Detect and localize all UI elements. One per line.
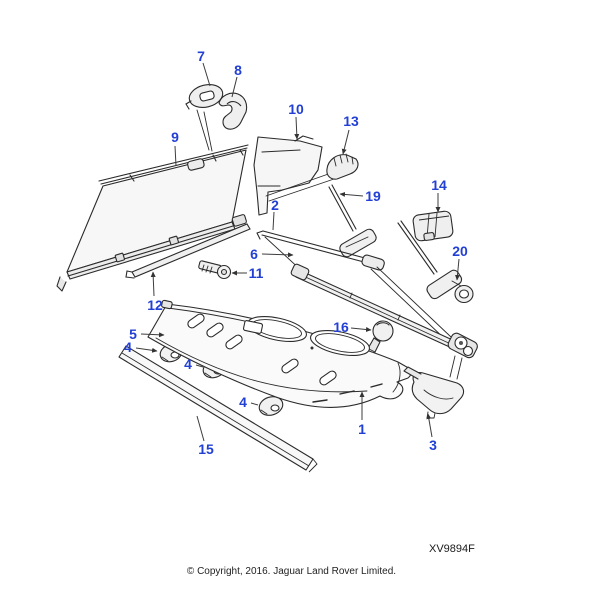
callout-8-1[interactable]: 8	[234, 62, 242, 78]
part-2-rear-sunblind	[256, 230, 478, 380]
callout-12-11[interactable]: 12	[147, 297, 163, 313]
callout-1-18[interactable]: 1	[358, 421, 366, 437]
figure-code: XV9894F	[429, 543, 475, 555]
callout-7-0[interactable]: 7	[197, 48, 205, 64]
part-19-guide-rod	[328, 184, 377, 258]
part-14-clip-block	[412, 210, 454, 242]
part-10-trim-panel	[253, 135, 338, 216]
callout-2-7[interactable]: 2	[271, 197, 279, 213]
callout-11-10[interactable]: 11	[248, 265, 264, 281]
part-12-rail-strip	[125, 223, 251, 279]
part-20-rod-end-fitting	[397, 220, 474, 304]
part-3-end-cover	[403, 366, 465, 419]
callout-9-2[interactable]: 9	[171, 129, 179, 145]
callout-4-13[interactable]: 4	[124, 339, 132, 355]
copyright-text: © Copyright, 2016. Jaguar Land Rover Lim…	[186, 566, 397, 577]
callout-5-12[interactable]: 5	[129, 326, 137, 342]
callout-10-3[interactable]: 10	[288, 101, 304, 117]
callout-13-4[interactable]: 13	[343, 113, 359, 129]
part-9-sunblind	[56, 144, 249, 292]
callout-14-5[interactable]: 14	[431, 177, 447, 193]
callout-6-9[interactable]: 6	[250, 246, 258, 262]
callout-19-6[interactable]: 19	[365, 188, 381, 204]
part-1-parcel-shelf	[147, 299, 412, 408]
callout-4-15[interactable]: 4	[184, 356, 192, 372]
part-16-knob	[365, 320, 394, 357]
callout-20-8[interactable]: 20	[452, 243, 468, 259]
callout-16-14[interactable]: 16	[333, 319, 349, 335]
part-11-screw	[198, 260, 232, 280]
callout-4-16[interactable]: 4	[239, 394, 247, 410]
callout-leader-lines	[135, 62, 460, 442]
part-13-bracket	[326, 153, 359, 180]
callout-15-17[interactable]: 15	[198, 441, 214, 457]
part-15-trim-strip	[118, 345, 318, 473]
callout-3-19[interactable]: 3	[429, 437, 437, 453]
part-8-guide-hook	[218, 92, 248, 130]
part-7-clip	[185, 84, 224, 152]
